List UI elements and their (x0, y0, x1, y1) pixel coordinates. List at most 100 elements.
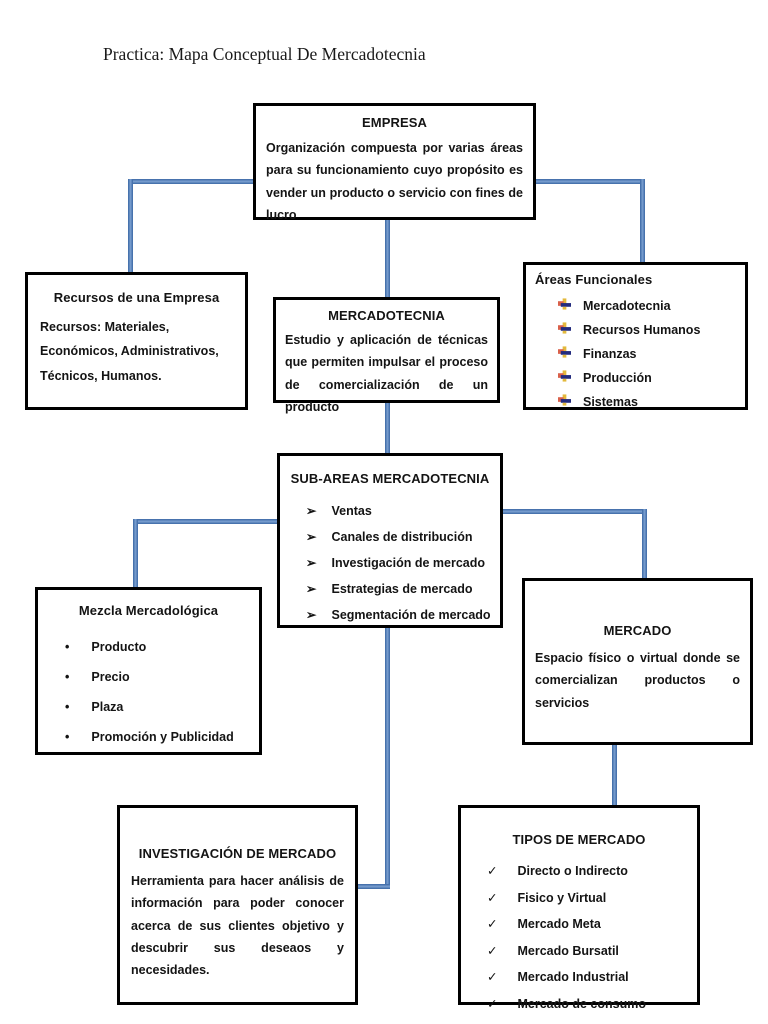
cross-3d-bullet-icon (558, 342, 571, 366)
mercadotecnia-box: MERCADOTECNIA Estudio y aplicación de té… (273, 297, 500, 414)
round-bullet-icon: • (65, 640, 70, 654)
connector-subareas-mercado-horizontal (501, 509, 647, 514)
check-bullet-icon: ✓ (487, 890, 498, 905)
recursos-body: Recursos: Materiales, Económicos, Admini… (40, 320, 219, 383)
tipos-box: TIPOS DE MERCADO ✓ Directo o Indirecto ✓… (458, 805, 700, 1011)
list-item: ➢ Ventas (306, 498, 500, 524)
list-item: Finanzas (558, 342, 745, 366)
connector-empresa-areas-vertical (640, 179, 645, 264)
list-item-label: Canales de distribución (331, 530, 473, 544)
cross-3d-bullet-icon (558, 294, 571, 318)
investigacion-title: INVESTIGACIÓN DE MERCADO (138, 846, 337, 861)
list-item-label: Directo o Indirecto (517, 864, 628, 878)
sub-areas-title: SUB-AREAS MERCADOTECNIA (290, 471, 490, 486)
list-item-label: Mercado Industrial (517, 970, 629, 984)
check-bullet-icon: ✓ (487, 996, 498, 1011)
list-item-label: Finanzas (583, 347, 637, 361)
arrowhead-bullet-icon: ➢ (306, 582, 317, 596)
connector-mercadotecnia-subareas (385, 401, 390, 455)
list-item: • Producto (65, 632, 259, 662)
mercado-body: Espacio físico o virtual donde se comerc… (535, 651, 740, 710)
connector-subareas-investigacion-horizontal (356, 884, 390, 889)
cross-3d-bullet-icon (558, 318, 571, 342)
list-item: ➢ Segmentación de mercado (306, 602, 500, 628)
investigacion-body: Herramienta para hacer análisis de infor… (131, 874, 344, 977)
check-bullet-icon: ✓ (487, 943, 498, 958)
empresa-body: Organización compuesta por varias áreas … (266, 141, 523, 222)
list-item: • Precio (65, 662, 259, 692)
connector-empresa-recursos-horizontal (128, 179, 255, 184)
areas-funcionales-box: Áreas Funcionales Mercadotecnia Recursos… (523, 262, 748, 410)
areas-funcionales-list: Mercadotecnia Recursos Humanos Finanzas … (526, 294, 745, 414)
list-item-label: Sistemas (583, 395, 638, 409)
list-item: ✓ Mercado de consumo (487, 991, 697, 1018)
connector-subareas-mezcla-vertical (133, 519, 138, 589)
investigacion-box: INVESTIGACIÓN DE MERCADO Herramienta par… (117, 805, 358, 1005)
connector-empresa-mercadotecnia (385, 218, 390, 299)
arrowhead-bullet-icon: ➢ (306, 608, 317, 622)
check-bullet-icon: ✓ (487, 917, 498, 931)
empresa-title: EMPRESA (362, 115, 427, 130)
connector-subareas-mercado-vertical (642, 509, 647, 580)
list-item: ✓ Mercado Bursatil (487, 938, 697, 965)
mercadotecnia-title: MERCADOTECNIA (328, 308, 445, 323)
check-bullet-icon: ✓ (487, 864, 498, 878)
round-bullet-icon: • (65, 730, 70, 744)
list-item-label: Promoción y Publicidad (91, 730, 234, 744)
list-item: Recursos Humanos (558, 318, 745, 342)
list-item-label: Producto (91, 640, 147, 654)
list-item-label: Mercado de consumo (517, 996, 646, 1011)
list-item: Mercadotecnia (558, 294, 745, 318)
recursos-title: Recursos de una Empresa (53, 290, 220, 305)
list-item-label: Mercado Bursatil (517, 943, 619, 958)
mercado-title: MERCADO (603, 623, 672, 638)
list-item-label: Precio (91, 670, 130, 684)
tipos-title: TIPOS DE MERCADO (512, 832, 646, 847)
mezcla-list: • Producto • Precio • Plaza • Promoción … (38, 632, 259, 752)
check-bullet-icon: ✓ (487, 970, 498, 984)
list-item: ✓ Mercado Meta (487, 911, 697, 938)
mercadotecnia-body: Estudio y aplicación de técnicas que per… (285, 333, 488, 414)
connector-mercado-tipos (612, 743, 617, 807)
list-item: • Promoción y Publicidad (65, 722, 259, 752)
list-item: ✓ Directo o Indirecto (487, 858, 697, 885)
list-item-label: Producción (583, 371, 652, 385)
list-item-label: Segmentación de mercado (331, 608, 491, 622)
connector-empresa-recursos-vertical (128, 179, 133, 274)
cross-3d-bullet-icon (558, 390, 571, 414)
list-item: ✓ Fisico y Virtual (487, 885, 697, 912)
list-item: ➢ Estrategias de mercado (306, 576, 500, 602)
mezcla-title: Mezcla Mercadológica (78, 603, 219, 618)
cross-3d-bullet-icon (558, 366, 571, 390)
empresa-box: EMPRESA Organización compuesta por varia… (253, 103, 536, 222)
list-item-label: Ventas (331, 504, 372, 518)
list-item-label: Fisico y Virtual (517, 890, 607, 905)
list-item: ➢ Investigación de mercado (306, 550, 500, 576)
list-item: Sistemas (558, 390, 745, 414)
tipos-list: ✓ Directo o Indirecto ✓ Fisico y Virtual… (461, 858, 697, 1017)
page-title: Practica: Mapa Conceptual De Mercadotecn… (103, 44, 426, 64)
sub-areas-list: ➢ Ventas ➢ Canales de distribución ➢ Inv… (280, 498, 500, 628)
sub-areas-box: SUB-AREAS MERCADOTECNIA ➢ Ventas ➢ Canal… (277, 453, 503, 628)
list-item: ➢ Canales de distribución (306, 524, 500, 550)
connector-subareas-mezcla-horizontal (133, 519, 279, 524)
arrowhead-bullet-icon: ➢ (306, 504, 317, 518)
connector-subareas-investigacion-vertical (385, 626, 390, 889)
mercado-box: MERCADO Espacio físico o virtual donde s… (522, 578, 753, 745)
list-item: ✓ Mercado Industrial (487, 964, 697, 991)
list-item: Producción (558, 366, 745, 390)
areas-funcionales-title: Áreas Funcionales (535, 272, 653, 287)
recursos-box: Recursos de una Empresa Recursos: Materi… (25, 272, 248, 410)
arrowhead-bullet-icon: ➢ (306, 556, 317, 570)
round-bullet-icon: • (65, 700, 70, 714)
connector-empresa-areas-horizontal (533, 179, 645, 184)
mezcla-box: Mezcla Mercadológica • Producto • Precio… (35, 587, 262, 755)
list-item: • Plaza (65, 692, 259, 722)
arrowhead-bullet-icon: ➢ (306, 530, 317, 544)
round-bullet-icon: • (65, 670, 70, 684)
list-item-label: Plaza (91, 700, 124, 714)
list-item-label: Mercadotecnia (583, 299, 671, 313)
list-item-label: Mercado Meta (517, 917, 601, 931)
list-item-label: Investigación de mercado (331, 556, 486, 570)
